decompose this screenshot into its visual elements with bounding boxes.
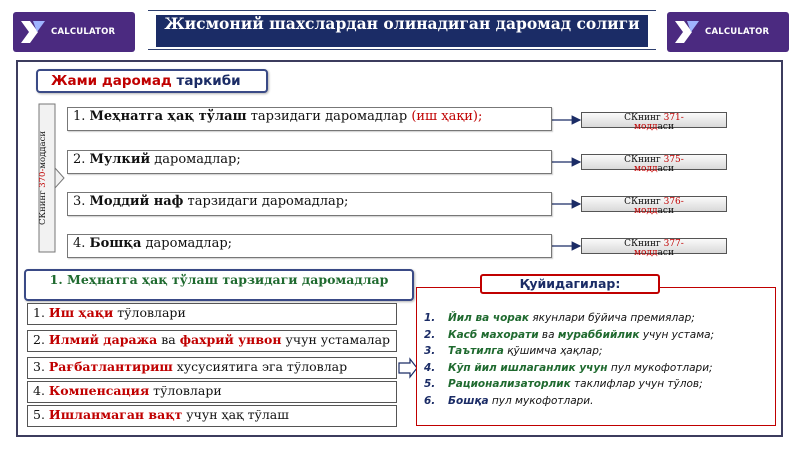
calculator-logo-icon (675, 21, 699, 43)
labor-item-incentive: 3. Рағбатлантириш хусусиятига эга тўловл… (27, 357, 397, 379)
list-item: 2.Касб махорати ва мураббийлик учун уста… (424, 328, 715, 341)
content-frame (16, 60, 783, 437)
income-item-property: 2. Мулкий даромадлар; (67, 150, 552, 174)
list-item: 1.Йил ва чорак якунлари бўйича премиялар… (424, 312, 695, 324)
income-item-labor: 1. Меҳнатга ҳақ тўлаш тарзидаги даромадл… (67, 107, 552, 131)
calculator-logo-icon (21, 21, 45, 43)
list-item: 4.Кўп йил ишлаганлик учун пул мукофотлар… (424, 361, 713, 374)
labor-item-unworked-time: 5. Ишланмаган вақт учун ҳақ тўлаш (27, 405, 397, 427)
article-ref-375: СКнинг 375-моддаси (581, 154, 727, 174)
article-ref-371: СКнинг 371-моддаси (581, 112, 727, 132)
labor-income-heading: 1. Меҳнатга ҳақ тўлаш тарзидаги даромадл… (24, 269, 414, 301)
incentive-list-heading: Қуйидагилар: (480, 274, 660, 294)
article-ref-377: СКнинг 377-моддаси (581, 238, 727, 258)
labor-item-compensation: 4. Компенсация тўловлари (27, 381, 397, 403)
list-item: 3.Таътилга қўшимча ҳақлар; (424, 345, 603, 357)
list-item: 6.Бошқа пул мукофотлари. (424, 394, 594, 407)
title-bar: Жисмоний шахслардан олинадиган даромад с… (148, 10, 656, 50)
income-item-material-benefit: 3. Моддий наф тарзидаги даромадлар; (67, 192, 552, 216)
logo-text: CALCULATOR (705, 27, 770, 37)
labor-item-academic: 2. Илмий даража ва фахрий унвон учун уст… (27, 330, 397, 352)
logo-text: CALCULATOR (51, 27, 116, 37)
page-title: Жисмоний шахслардан олинадиган даромад с… (156, 15, 648, 47)
article-ref-376: СКнинг 376-моддаси (581, 196, 727, 216)
calculator-logo-right: CALCULATOR (667, 12, 789, 52)
incentive-list: 1.Йил ва чорак якунлари бўйича премиялар… (424, 312, 772, 411)
labor-item-wage: 1. Иш ҳақи тўловлари (27, 303, 397, 325)
calculator-logo-left: CALCULATOR (13, 12, 135, 52)
vertical-article-label: СКнинг 370-моддаси (38, 130, 48, 226)
list-item: 5.Рационализаторлик таклифлар учун тўлов… (424, 378, 703, 390)
income-item-other: 4. Бошқа даромадлар; (67, 234, 552, 258)
composition-heading: Жами даромад таркиби (36, 69, 268, 93)
